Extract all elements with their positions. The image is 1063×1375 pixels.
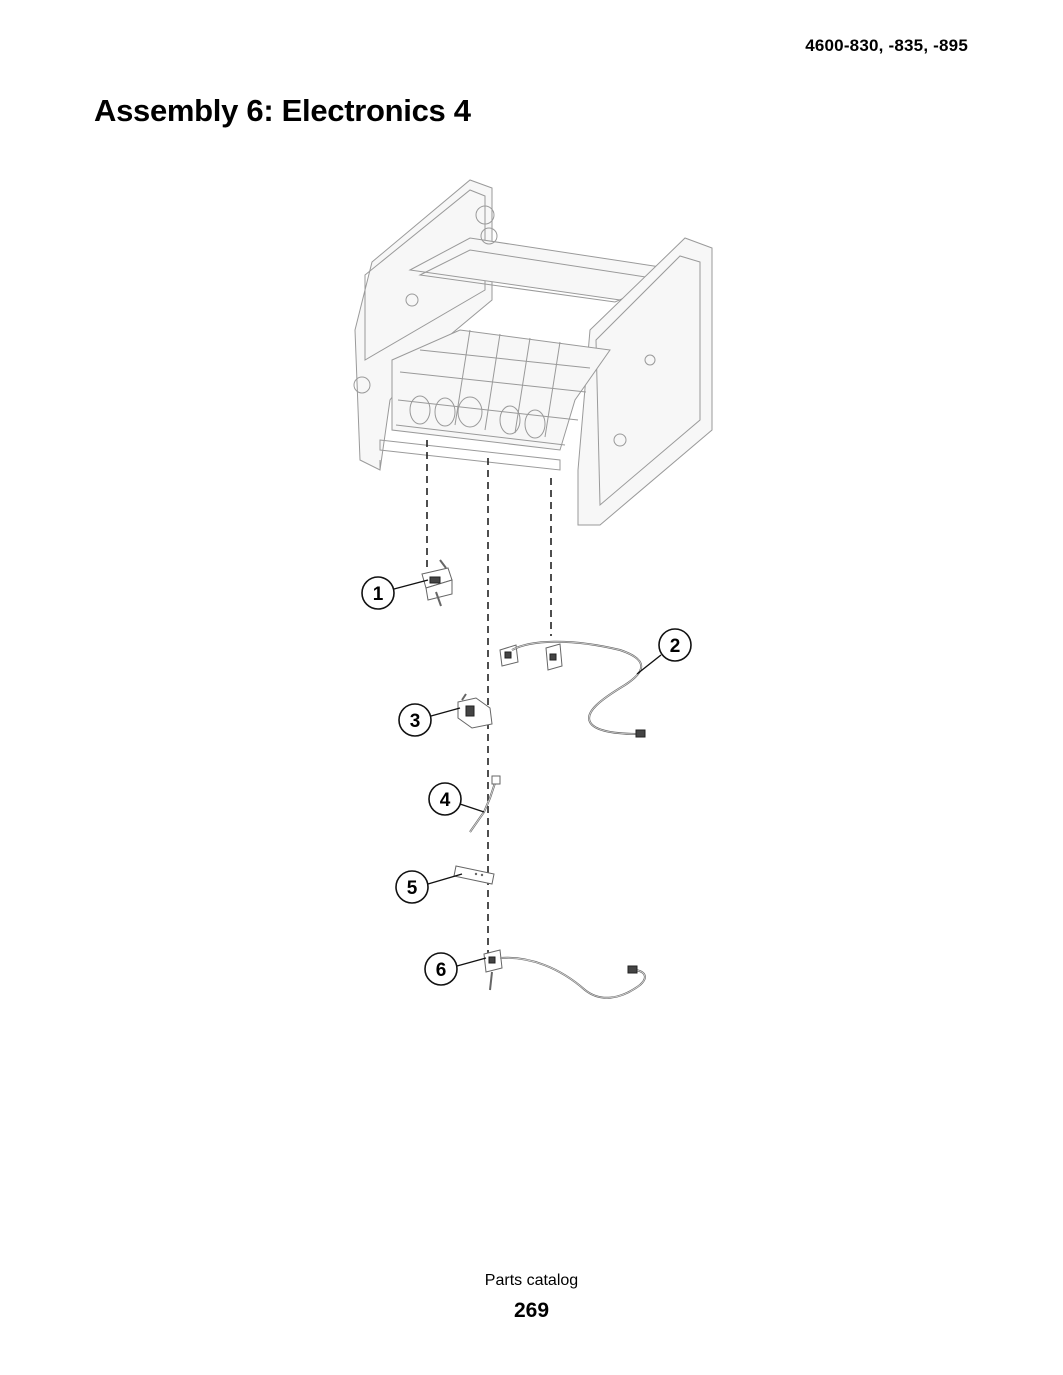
- part-3-sensor-actuator: [457, 693, 493, 729]
- part-5-strip: [453, 865, 495, 885]
- callout-4-number: 4: [440, 790, 451, 811]
- callout-6: 6: [424, 952, 458, 986]
- printer-frame-illustration: [353, 179, 713, 526]
- callout-3: 3: [398, 703, 432, 737]
- exploded-parts-diagram: 1 2 3 4 5 6: [353, 179, 713, 999]
- part-6-sensor-cable: [483, 949, 646, 999]
- callout-1: 1: [361, 576, 395, 610]
- assembly-guide-lines: [426, 440, 552, 955]
- model-header: 4600-830, -835, -895: [805, 36, 968, 55]
- callout-1-number: 1: [373, 584, 384, 605]
- callout-5-number: 5: [407, 878, 418, 899]
- callout-5: 5: [395, 870, 429, 904]
- callout-2-number: 2: [670, 636, 681, 657]
- callout-2: 2: [658, 628, 692, 662]
- callout-leaders: [393, 579, 662, 967]
- callout-4: 4: [428, 782, 462, 816]
- footer-section-label: Parts catalog: [484, 1272, 579, 1289]
- page-title: Assembly 6: Electronics 4: [94, 93, 471, 128]
- callout-6-number: 6: [436, 960, 447, 981]
- callout-3-number: 3: [410, 711, 421, 732]
- part-2-sensor-cable: [499, 640, 646, 738]
- page-number: 269: [513, 1299, 550, 1322]
- part-1-sensor-bracket: [421, 559, 453, 607]
- part-4-actuator-arm: [469, 775, 501, 833]
